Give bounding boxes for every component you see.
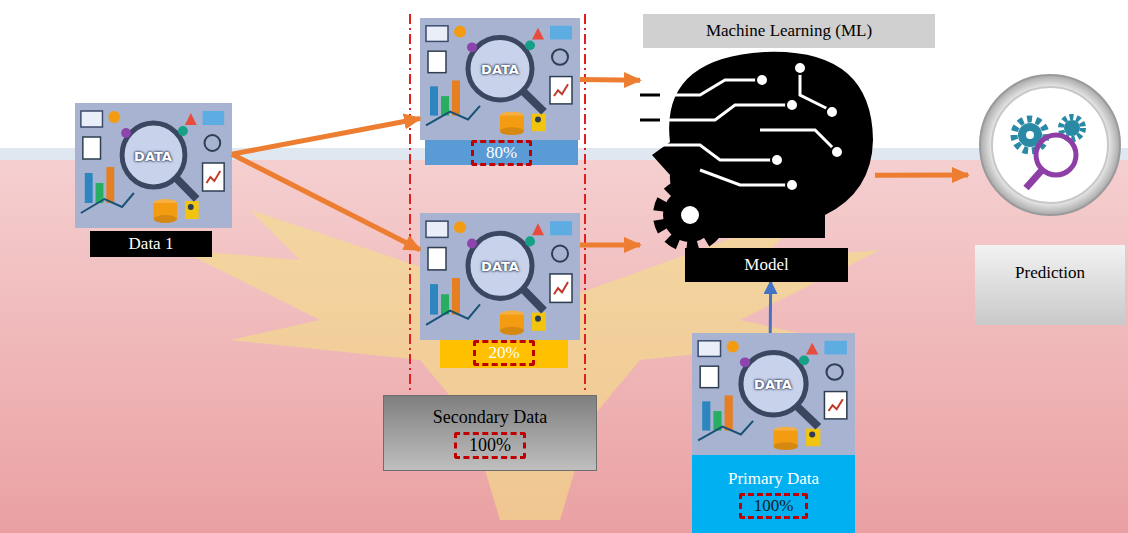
node-text: Model	[744, 255, 788, 275]
node-plate: 80%	[425, 140, 578, 165]
node-plate: 20%	[440, 340, 568, 368]
flow-arrow	[769, 282, 772, 333]
prediction-icon	[980, 75, 1120, 215]
node-plate: Model	[685, 248, 848, 282]
icon-word: DATA	[481, 259, 519, 274]
node-plate: Primary Data 100%	[692, 455, 855, 533]
icon-word: DATA	[754, 377, 792, 392]
node-plate: Machine Learning (ML)	[643, 14, 935, 48]
node-plate: Data 1	[90, 231, 212, 257]
model-box: Model	[640, 50, 875, 282]
testing-split: 20%	[420, 213, 580, 373]
flow-arrow	[875, 173, 968, 178]
data-source: Data 1	[75, 103, 232, 258]
node-plate: Secondary Data 100%	[383, 395, 597, 471]
eagle-watermark	[180, 210, 880, 520]
percentage-text: 20%	[473, 340, 534, 366]
percentage-text: 80%	[471, 140, 532, 166]
flow-arrow	[232, 118, 420, 154]
node-text: Primary Data	[728, 469, 819, 489]
node-plate: Prediction	[975, 245, 1125, 325]
prediction-box: Prediction	[968, 75, 1125, 325]
secondary-data-box: Secondary Data 100%	[383, 395, 597, 471]
split-boundary	[410, 14, 585, 392]
percentage-text: 100%	[454, 432, 526, 460]
primary-data-box: Primary Data 100%	[692, 333, 855, 533]
gear-symbol	[660, 185, 720, 245]
training-split: 80%	[420, 18, 580, 180]
icon-word: DATA	[134, 149, 172, 164]
node-text: Secondary Data	[433, 407, 547, 429]
flow-arrow	[580, 242, 640, 247]
flow-arrow	[580, 77, 640, 83]
percentage-text: 100%	[739, 493, 809, 519]
flow-arrow	[232, 154, 420, 250]
node-text: Prediction	[1015, 263, 1085, 283]
node-text: Machine Learning (ML)	[706, 21, 872, 41]
ml-title-bar: Machine Learning (ML)	[643, 14, 935, 48]
node-text: Data 1	[129, 234, 174, 254]
icon-word: DATA	[481, 62, 519, 77]
